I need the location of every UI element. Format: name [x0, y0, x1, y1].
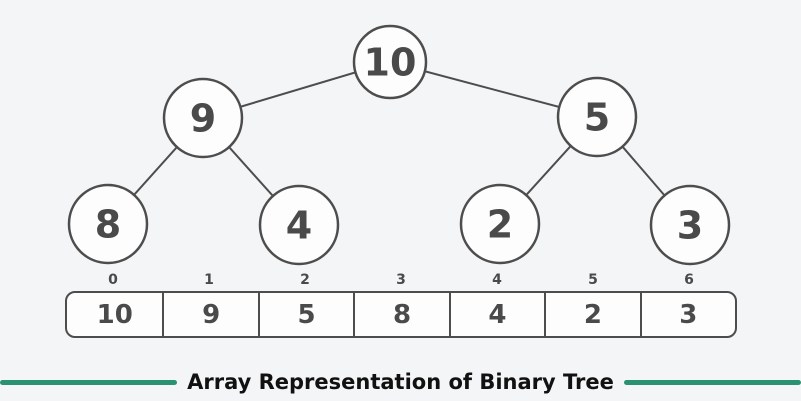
tree-node-right-left: 2 — [459, 183, 541, 265]
figure-caption: Array Representation of Binary Tree — [0, 366, 801, 398]
array-index: 5 — [588, 272, 598, 288]
tree-node-root: 10 — [352, 24, 428, 100]
tree-node-right: 5 — [556, 76, 638, 158]
tree-diagram: 10 9 5 8 4 2 3 — [67, 24, 731, 266]
node-value: 4 — [286, 204, 312, 248]
array-representation: 0 1 2 3 4 5 6 10 9 5 8 4 2 3 — [65, 269, 737, 338]
tree-node-left: 9 — [162, 77, 244, 159]
node-circle — [352, 24, 428, 100]
array-index: 3 — [396, 272, 406, 288]
array-index: 1 — [204, 272, 214, 288]
node-circle — [459, 183, 541, 265]
node-value: 2 — [487, 203, 513, 247]
node-value: 9 — [190, 97, 216, 141]
array-cell: 9 — [162, 293, 257, 336]
array-cell: 10 — [96, 299, 133, 330]
caption-rule-right — [623, 379, 801, 385]
array-index: 4 — [492, 272, 502, 288]
node-circle — [162, 77, 244, 159]
node-circle — [556, 76, 638, 158]
array-cell: 3 — [639, 293, 735, 336]
caption-rule-left — [0, 379, 178, 385]
array-index: 2 — [300, 272, 310, 288]
node-value: 5 — [584, 96, 610, 140]
array-index: 0 — [108, 272, 118, 288]
array-cell: 5 — [257, 293, 353, 336]
tree-node-right-right: 3 — [649, 184, 731, 266]
node-value: 3 — [677, 204, 703, 248]
array-cell: 4 — [448, 293, 544, 336]
tree-node-left-left: 8 — [67, 183, 149, 265]
array-index: 6 — [684, 272, 694, 288]
node-value: 8 — [95, 203, 121, 247]
tree-node-left-right: 4 — [258, 184, 340, 266]
caption-text: Array Representation of Binary Tree — [187, 370, 614, 394]
array-cell: 2 — [544, 293, 639, 336]
node-value: 10 — [364, 41, 417, 85]
array-cell-row: 10 9 5 8 4 2 3 — [65, 291, 737, 338]
node-circle — [258, 184, 340, 266]
node-circle — [649, 184, 731, 266]
node-circle — [67, 183, 149, 265]
array-cell: 8 — [353, 293, 448, 336]
array-index-row: 0 1 2 3 4 5 6 — [65, 269, 737, 291]
